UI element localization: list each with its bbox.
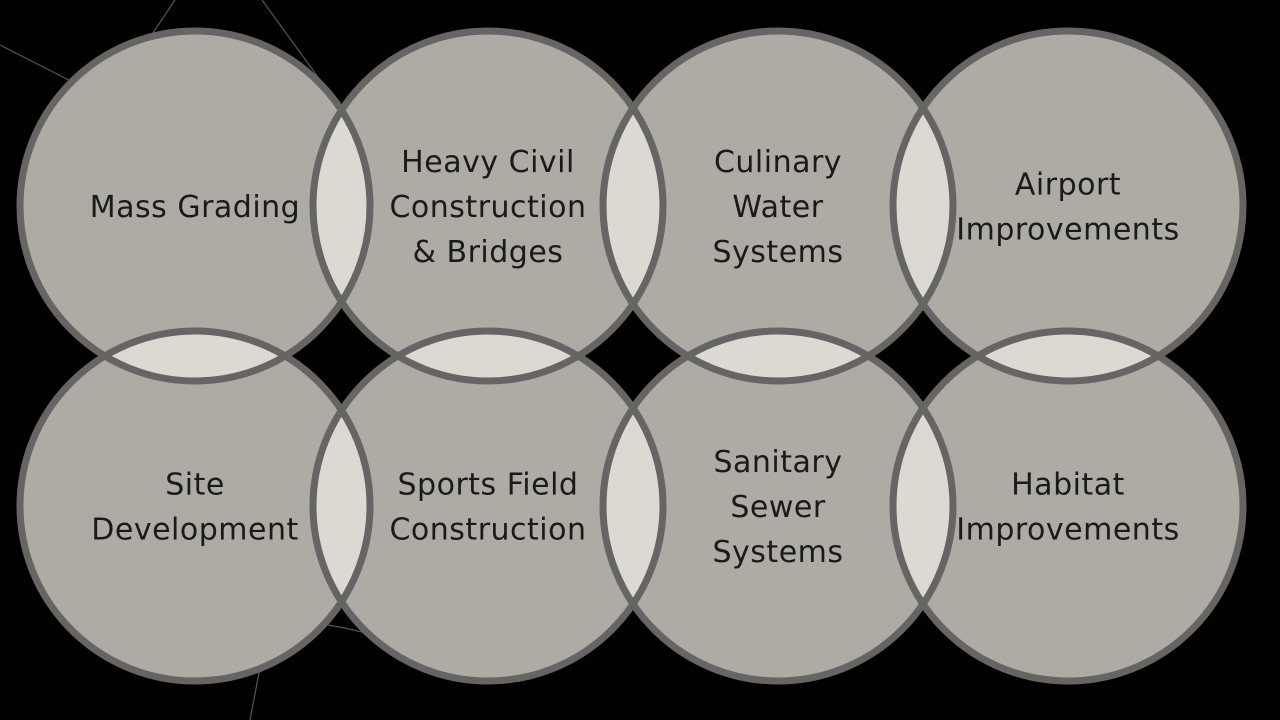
- circle-outline-culinary-water: [599, 27, 957, 385]
- label-line: Improvements: [956, 213, 1179, 248]
- label-line: Water: [732, 190, 823, 225]
- label-line: Sewer: [730, 490, 825, 525]
- circle-heavy-civil: [313, 31, 663, 381]
- label-line: Systems: [713, 235, 844, 270]
- label-line: & Bridges: [413, 235, 564, 270]
- circle-mass-grading: [20, 31, 370, 381]
- label-line: Habitat: [1011, 468, 1125, 503]
- circle-outline-mass-grading: [16, 27, 374, 385]
- circle-site-development: [20, 331, 370, 681]
- circle-habitat: [893, 331, 1243, 681]
- label-line: Heavy Civil: [401, 145, 575, 180]
- circle-outline-sports-field: [309, 327, 667, 685]
- circle-culinary-water: [603, 31, 953, 381]
- label-line: Site: [165, 468, 225, 503]
- circle-outline-site-development: [16, 327, 374, 685]
- label-line: Mass Grading: [90, 190, 300, 225]
- label-line: Improvements: [956, 513, 1179, 548]
- circle-outline-airport: [889, 27, 1247, 385]
- circle-sanitary-sewer: [603, 331, 953, 681]
- circle-airport: [893, 31, 1243, 381]
- circle-outline-heavy-civil: [309, 27, 667, 385]
- label-line: Systems: [713, 535, 844, 570]
- label-line: Construction: [389, 190, 586, 225]
- label-line: Sanitary: [713, 445, 842, 480]
- label-line: Construction: [389, 513, 586, 548]
- circle-outlines-layer: [16, 27, 1247, 685]
- label-line: Development: [91, 513, 298, 548]
- circle-sports-field: [313, 331, 663, 681]
- label-mass-grading: Mass Grading: [90, 190, 300, 225]
- label-line: Sports Field: [398, 468, 579, 503]
- circles-layer: [20, 31, 1243, 681]
- label-line: Airport: [1015, 168, 1121, 203]
- circle-outline-sanitary-sewer: [599, 327, 957, 685]
- circle-outline-habitat: [889, 327, 1247, 685]
- label-line: Culinary: [714, 145, 842, 180]
